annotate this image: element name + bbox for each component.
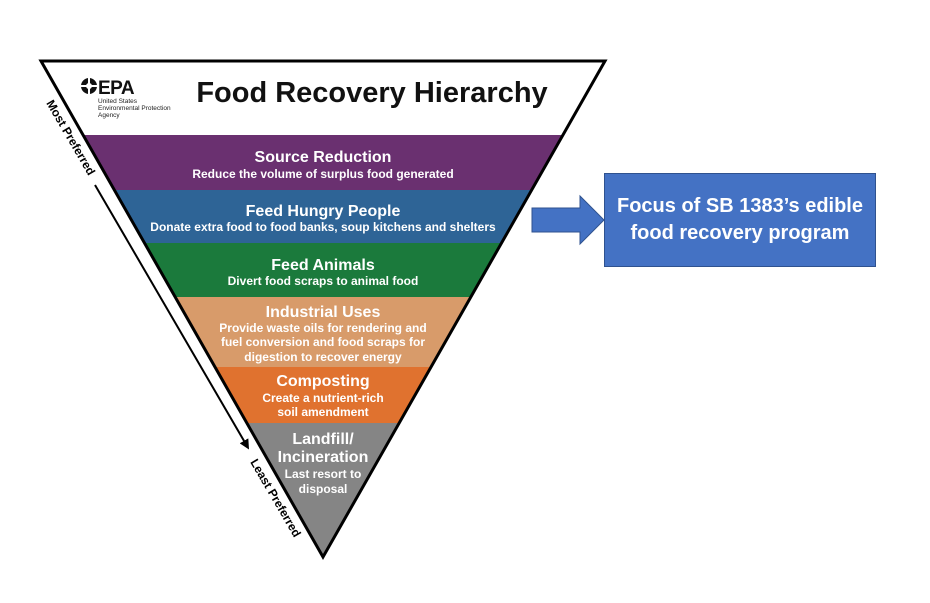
epa-logo-line-3: Agency: [98, 112, 120, 119]
tier-desc-source-reduction: Reduce the volume of surplus food genera…: [192, 167, 453, 181]
tier-title-industrial-uses: Industrial Uses: [266, 304, 381, 321]
epa-logo: EPA United States Environmental Protecti…: [80, 77, 171, 119]
tier-desc-landfill-line-2: disposal: [299, 482, 348, 496]
pyramid-outline: [38, 59, 608, 561]
diagram-title: Food Recovery Hierarchy: [196, 77, 547, 109]
tier-desc-composting-line-2: soil amendment: [277, 405, 368, 419]
tier-title-landfill: Landfill/: [292, 431, 354, 448]
epa-flower-icon: [80, 77, 98, 95]
tier-title-feed-animals: Feed Animals: [271, 257, 375, 274]
tier-title-feed-hungry-people: Feed Hungry People: [246, 203, 401, 220]
tier-title-incineration: Incineration: [278, 449, 369, 466]
epa-logo-mark: EPA: [98, 78, 135, 99]
tier-desc-feed-animals: Divert food scraps to animal food: [228, 274, 419, 288]
tier-desc-industrial-uses-line-3: digestion to recover energy: [244, 350, 402, 364]
tier-title-composting: Composting: [276, 373, 369, 390]
tier-desc-landfill-line-1: Last resort to: [285, 467, 362, 481]
tier-desc-industrial-uses-line-2: fuel conversion and food scraps for: [221, 335, 425, 349]
preference-arrow: [94, 184, 250, 450]
focus-callout-text: Focus of SB 1383’s edible food recovery …: [616, 195, 863, 244]
tier-band-landfill: [41, 423, 605, 557]
tier-desc-feed-hungry-people: Donate extra food to food banks, soup ki…: [150, 220, 496, 234]
tier-band-source-reduction: [41, 135, 605, 190]
epa-logo-line-1: United States: [98, 98, 138, 105]
callout-arrow: [531, 194, 605, 246]
tier-band-composting: [41, 367, 605, 423]
tier-desc-composting-line-1: Create a nutrient-rich: [262, 391, 383, 405]
focus-callout-box: Focus of SB 1383’s edible food recovery …: [604, 173, 876, 267]
tier-title-source-reduction: Source Reduction: [255, 149, 392, 166]
epa-logo-line-2: Environmental Protection: [98, 105, 171, 112]
tier-desc-industrial-uses-line-1: Provide waste oils for rendering and: [219, 321, 426, 335]
